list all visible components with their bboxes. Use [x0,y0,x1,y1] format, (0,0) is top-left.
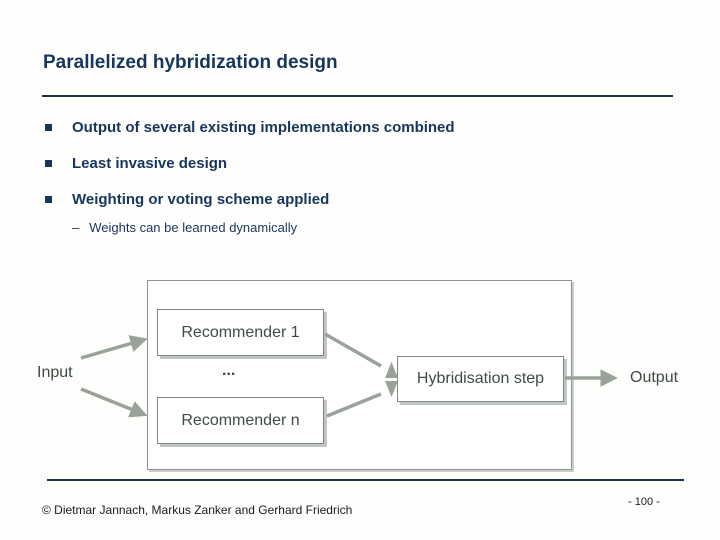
hybridisation-step-box: Hybridisation step [397,356,564,402]
hybridisation-step-label: Hybridisation step [416,370,545,387]
page-title: Parallelized hybridization design [43,52,338,73]
bullet-text: Output of several existing implementatio… [72,119,455,136]
copyright-text: © Dietmar Jannach, Markus Zanker and Ger… [42,503,353,517]
recommender-1-box: Recommender 1 [157,309,324,356]
square-bullet-icon [45,160,52,167]
recommender-1-label: Recommender 1 [181,323,300,341]
bullet-item-1: Output of several existing implementatio… [45,119,455,136]
input-to-recommender-n-arrow [80,387,148,418]
square-bullet-icon [45,124,52,131]
title-divider [42,95,673,97]
footer-divider [47,479,684,481]
recommenders-ellipsis: ... [222,362,236,379]
input-to-recommender1-arrow [80,335,148,360]
square-bullet-icon [45,196,52,203]
output-label: Output [630,369,679,386]
sub-bullet-item: – Weights can be learned dynamically [72,220,297,235]
recommender-n-box: Recommender n [157,397,324,444]
recommender-n-label: Recommender n [181,411,300,429]
input-label: Input [37,364,73,381]
sub-bullet-text: Weights can be learned dynamically [89,220,298,235]
bullet-item-2: Least invasive design [45,155,227,172]
bullet-text: Least invasive design [72,155,228,172]
bullet-text: Weighting or voting scheme applied [72,191,330,208]
page-number: - 100 - [628,496,660,508]
bullet-item-3: Weighting or voting scheme applied [45,191,329,208]
dash-bullet-icon: – [72,220,80,235]
